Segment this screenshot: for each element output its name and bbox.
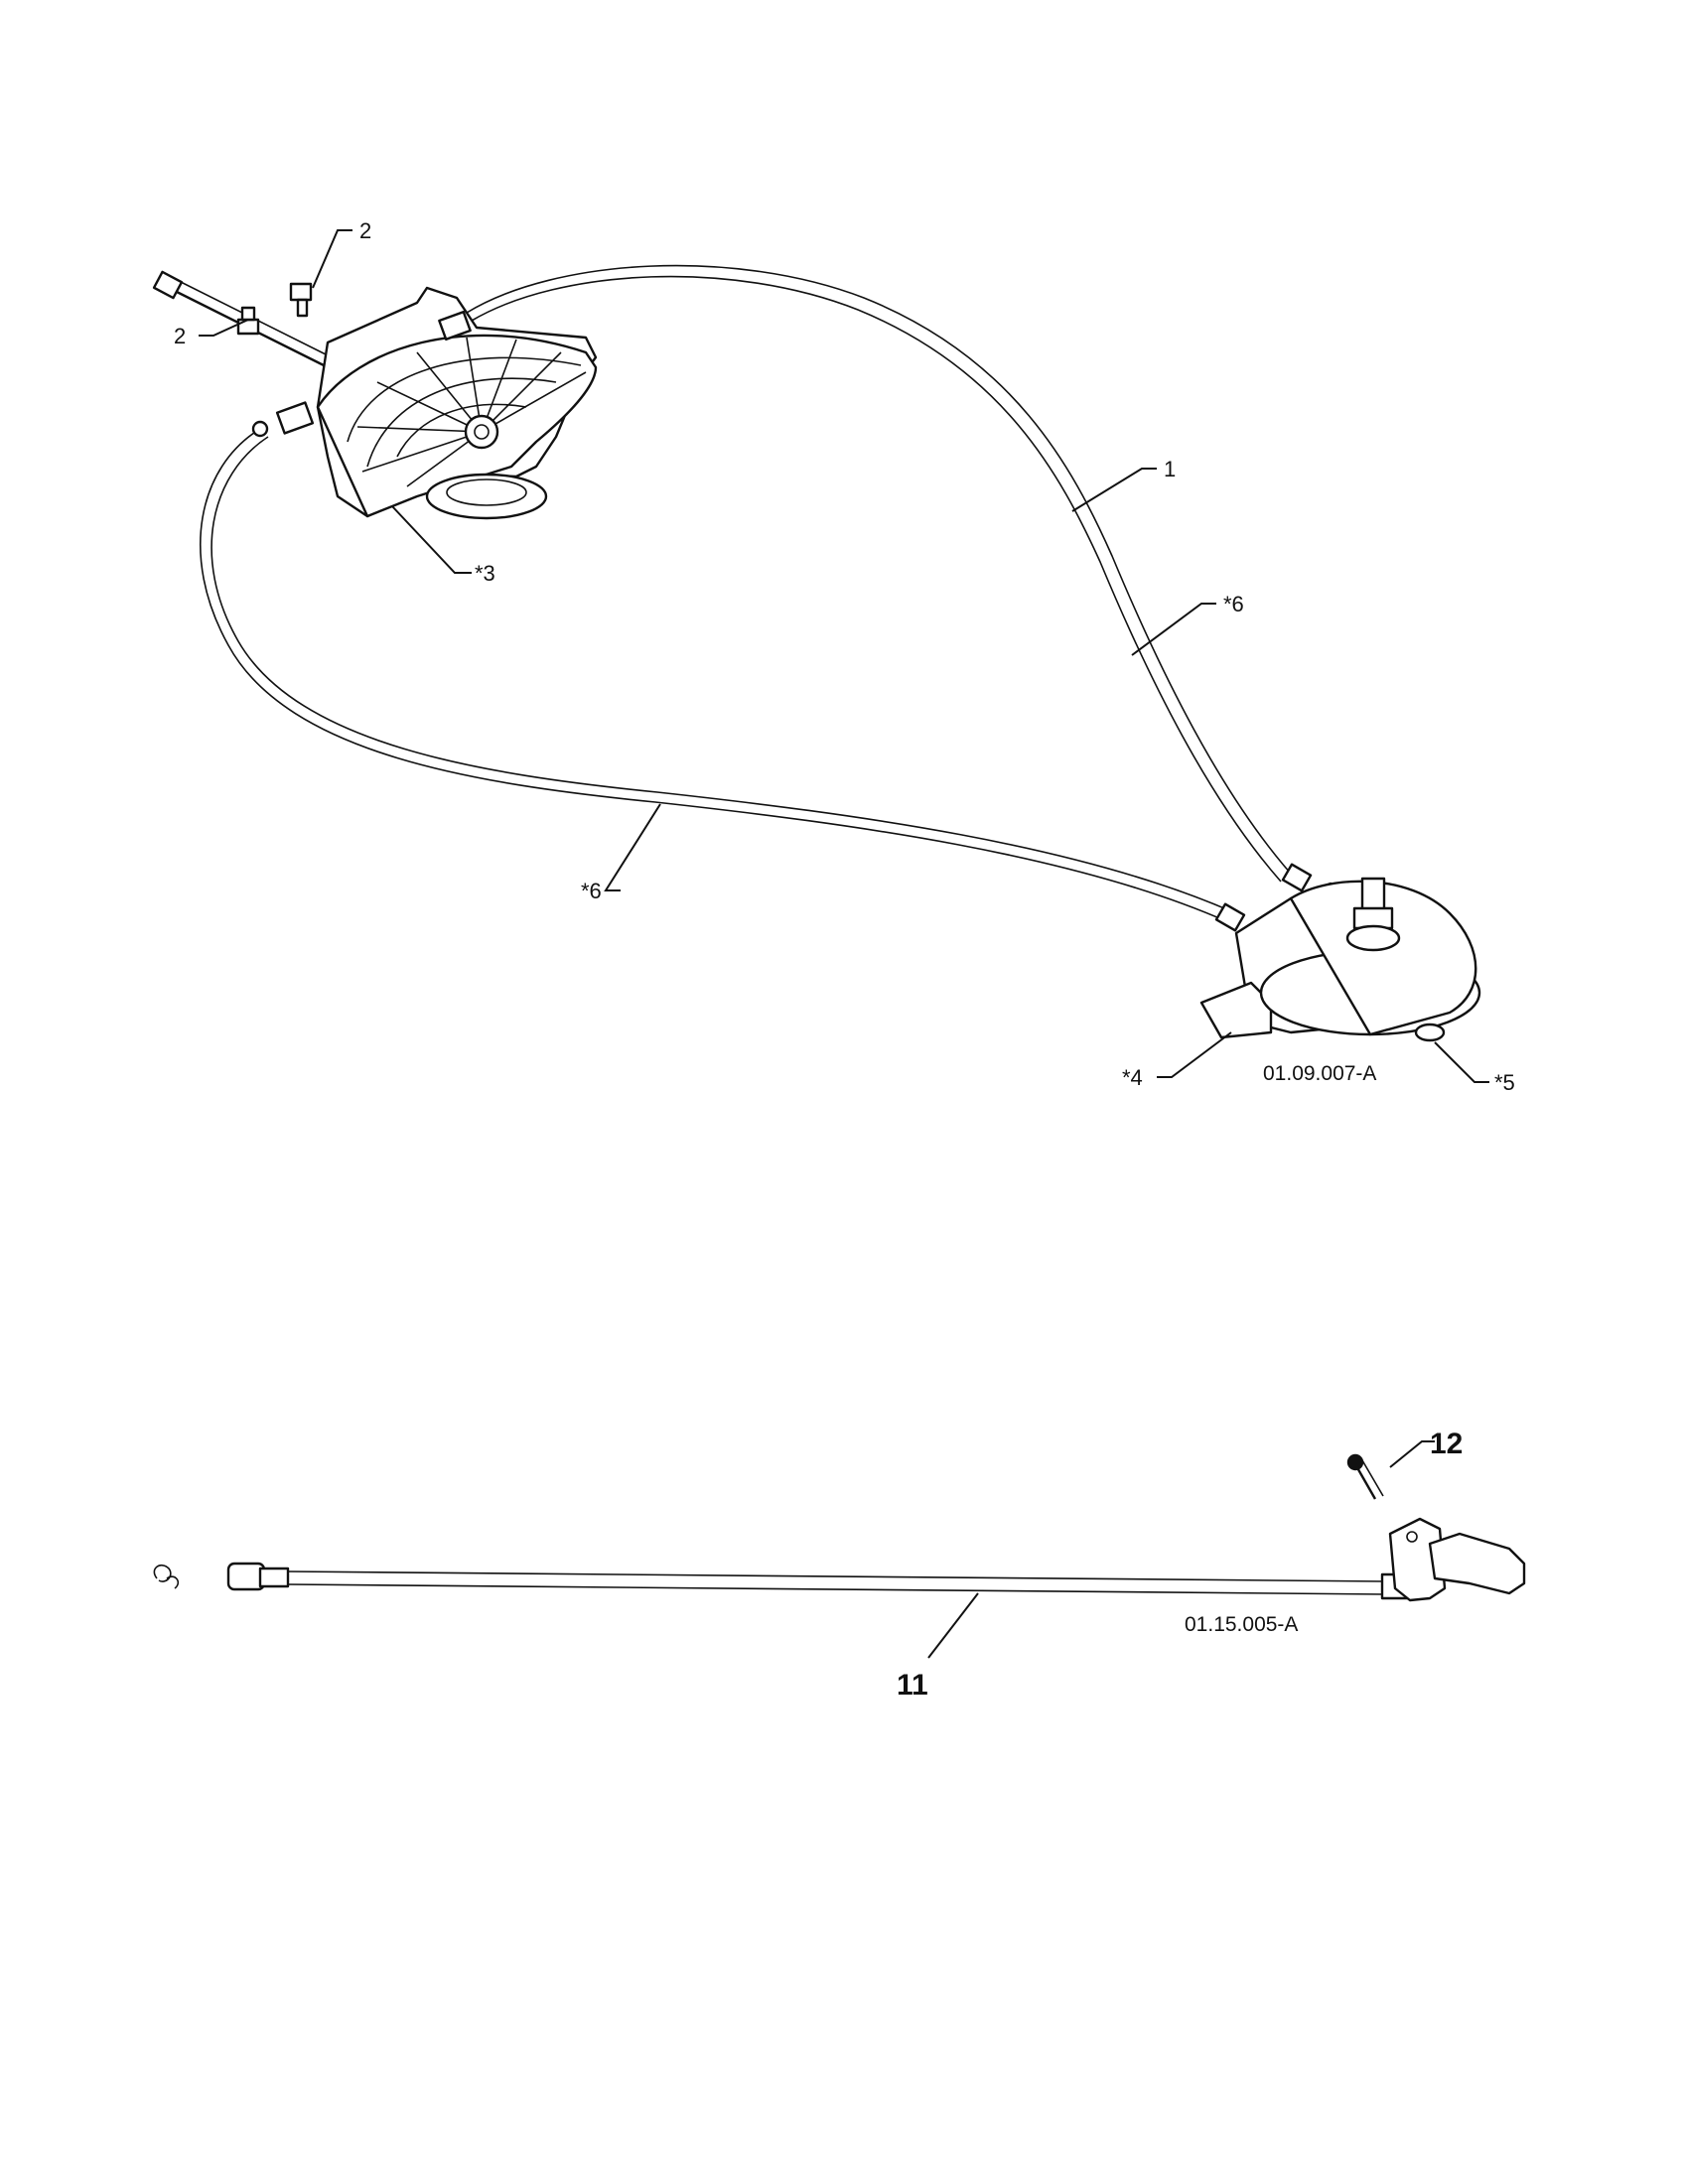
- pin: [1346, 1453, 1384, 1500]
- callout-2-lower: 2: [174, 324, 186, 348]
- bottom-assembly: 11 12 01.15.005-A: [153, 1428, 1526, 1702]
- callout-12: 12: [1430, 1428, 1463, 1460]
- leader-11: [927, 1592, 979, 1659]
- top-assembly: 2 2 1 *6 *3 *6 *4 *5 01.09.007-A: [152, 218, 1515, 1095]
- figure-id-bottom: 01.15.005-A: [1185, 1613, 1298, 1636]
- transmission-bracket: [1199, 880, 1481, 1039]
- control-rod: [226, 1562, 1416, 1600]
- hairpin-clip: [153, 1564, 180, 1589]
- callout-5: *5: [1494, 1070, 1515, 1095]
- shift-arm-stud: [1345, 877, 1446, 1042]
- shift-plate-assembly: [251, 286, 598, 520]
- cable-end-fittings: [1214, 863, 1313, 932]
- callout-11: 11: [897, 1669, 928, 1702]
- callout-leaders-top: [199, 229, 1489, 1083]
- handle-assembly: [1388, 1517, 1526, 1602]
- figure-id-top: 01.09.007-A: [1263, 1062, 1376, 1085]
- callout-6-right: *6: [1223, 592, 1244, 616]
- callout-1: 1: [1164, 457, 1176, 481]
- bolt-upper: [289, 282, 313, 318]
- leader-12: [1389, 1440, 1435, 1468]
- callout-4: *4: [1122, 1065, 1143, 1090]
- callout-3: *3: [475, 561, 495, 586]
- callout-2-upper: 2: [359, 218, 371, 243]
- callout-6-left: *6: [581, 879, 602, 903]
- control-cable: [200, 264, 1292, 922]
